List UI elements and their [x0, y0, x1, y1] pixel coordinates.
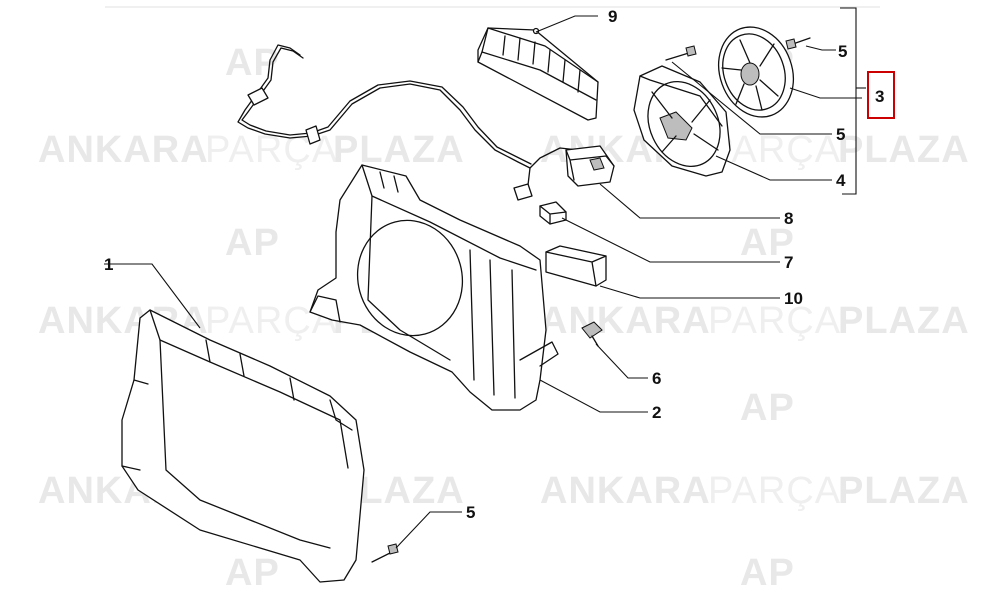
watermark-text: PLAZA	[333, 129, 465, 171]
watermark-logo-icon: AP	[740, 552, 795, 594]
part-5-bolt	[785, 37, 811, 50]
watermark-text: PLAZA	[838, 129, 970, 171]
part-7-connector	[539, 201, 567, 225]
part-10-block	[545, 245, 607, 287]
watermark-logo-icon: AP	[740, 387, 795, 429]
callout-2: 2	[652, 403, 661, 422]
svg-text:AP: AP	[740, 222, 795, 264]
group-bracket	[840, 7, 857, 195]
watermark-text: ANKARA	[540, 300, 711, 342]
callout-5-middle: 5	[836, 125, 845, 144]
watermark-text: ANKARA	[540, 470, 711, 512]
highlight-box	[867, 71, 895, 119]
callout-6: 6	[652, 369, 661, 388]
svg-text:AP: AP	[225, 222, 280, 264]
part-1-lower-frame	[121, 309, 365, 583]
callout-1: 1	[104, 255, 113, 274]
watermark-logo-icon: AP	[225, 552, 280, 594]
part-6-bolt	[581, 321, 603, 347]
part-4-fan-shroud	[633, 65, 731, 177]
watermark-text: PARÇA	[708, 300, 841, 342]
part-8-wiring-harness	[237, 44, 615, 201]
part-5-bolt	[665, 45, 697, 61]
part-3-fan	[718, 26, 794, 118]
watermark-text: PLAZA	[838, 470, 970, 512]
part-9-deflector	[477, 27, 599, 121]
svg-text:AP: AP	[740, 387, 795, 429]
callout-5-bottom: 5	[466, 503, 475, 522]
part-5-bolt	[371, 543, 399, 563]
watermark-text: PLAZA	[838, 300, 970, 342]
watermark-layer: AP AP AP AP AP AP AP AP ANKARA PARÇA PLA…	[38, 42, 970, 594]
watermark-logo-icon: AP	[740, 222, 795, 264]
part-2-frame	[309, 164, 559, 411]
watermark-text: PARÇA	[708, 470, 841, 512]
callout-5-top: 5	[838, 42, 847, 61]
callout-9: 9	[608, 7, 617, 26]
callout-8: 8	[784, 209, 793, 228]
callout-4: 4	[836, 171, 846, 190]
leader-lines	[104, 15, 862, 549]
svg-text:AP: AP	[740, 552, 795, 594]
watermark-logo-icon: AP	[225, 222, 280, 264]
svg-text:AP: AP	[225, 552, 280, 594]
callout-7: 7	[784, 253, 793, 272]
watermark-text: ANKARA	[38, 129, 209, 171]
callout-3: 3	[875, 87, 884, 106]
callout-10: 10	[784, 289, 803, 308]
